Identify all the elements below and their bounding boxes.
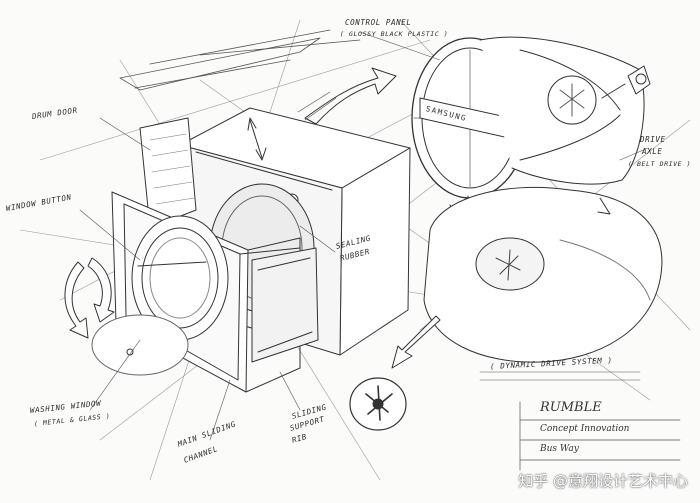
label-axle: AXLE [642, 147, 663, 156]
watermark: 知乎 @意翔设计艺术中心 [518, 472, 688, 490]
base-platform [91, 314, 189, 376]
dynamic-drive-housing [423, 186, 663, 363]
sliding-front-frame [111, 191, 319, 393]
down-arrow [391, 315, 441, 369]
rotation-arrows [64, 257, 115, 339]
label-control-panel-material: ( GLOSSY BLACK PLASTIC ) [340, 30, 449, 38]
label-control-panel: CONTROL PANEL [345, 18, 412, 27]
title-block-line-2: Bus Way [540, 444, 579, 454]
drum-shell [479, 36, 645, 185]
swoosh-arrow [304, 67, 397, 125]
label-belt-drive: ( BELT DRIVE ) [628, 160, 692, 168]
leader-lines [79, 31, 649, 441]
title-block-name: RUMBLE [540, 400, 602, 415]
motion-streaks [119, 29, 361, 91]
title-block-lines [519, 401, 681, 471]
label-drive: DRIVE [640, 135, 666, 144]
title-block-line-1: Concept Innovation [540, 424, 630, 434]
drive-axle-part [601, 65, 651, 99]
rotor-detail [349, 377, 407, 431]
